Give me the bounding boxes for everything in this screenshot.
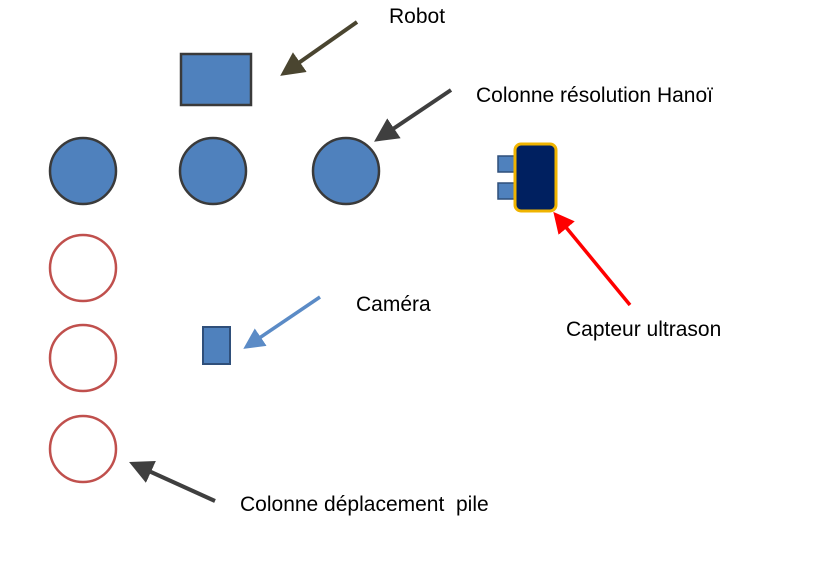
move-column-label: Colonne déplacement pile: [240, 493, 489, 516]
hanoi-column-1: [48, 136, 118, 206]
robot-label: Robot: [389, 5, 445, 28]
camera-shape: [202, 326, 231, 365]
move-column-arrow: [129, 461, 216, 503]
camera-label: Caméra: [356, 293, 431, 316]
camera-arrow: [243, 295, 321, 349]
sensor-arrow: [553, 211, 632, 307]
move-column-2: [48, 323, 118, 393]
robot-arrow: [280, 20, 359, 76]
move-column-3: [48, 414, 118, 484]
hanoi-arrow: [374, 88, 453, 142]
sensor-body: [513, 142, 558, 213]
hanoi-column-label: Colonne résolution Hanoï: [476, 84, 713, 107]
move-column-1: [48, 233, 118, 303]
robot-shape: [179, 52, 253, 107]
hanoi-column-3: [311, 136, 381, 206]
sensor-label: Capteur ultrason: [566, 318, 721, 341]
sensor-emitter-top: [497, 155, 517, 173]
sensor-emitter-bottom: [497, 182, 517, 200]
hanoi-column-2: [178, 136, 248, 206]
